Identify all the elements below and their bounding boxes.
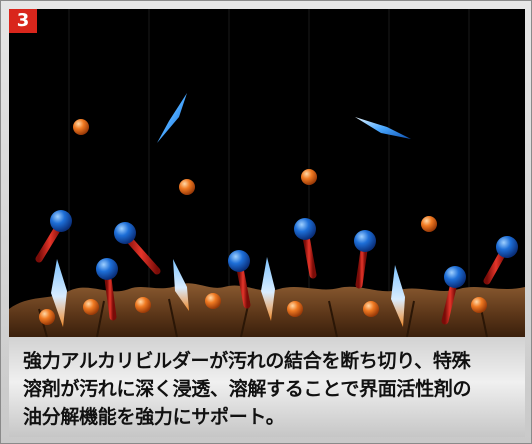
- solvent-crystal-icon: [261, 257, 275, 321]
- surfactant-molecule-icon: [114, 222, 161, 275]
- alkaline-builder-particle-icon: [287, 301, 303, 317]
- solvent-crystal-icon: [391, 265, 405, 327]
- caption-line-3: 油分解機能を強力にサポート。: [23, 406, 285, 428]
- alkaline-builder-particle-icon: [73, 119, 89, 135]
- penetrating-solvent-crystals: [51, 257, 405, 327]
- alkaline-builder-particle-icon: [363, 301, 379, 317]
- step-number-badge: 3: [9, 9, 37, 33]
- solvent-crystal-icon: [355, 117, 411, 139]
- alkaline-builder-particle-icon: [301, 169, 317, 185]
- alkaline-builder-particle-icon: [39, 309, 55, 325]
- background-streaks: [68, 9, 470, 337]
- solvent-crystal-icon: [157, 93, 187, 143]
- surfactant-molecule-icon: [35, 210, 72, 263]
- surfactant-molecules: [35, 210, 518, 325]
- caption-line-1: 強力アルカリビルダーが汚れの結合を断ち切り、特殊: [23, 350, 471, 372]
- alkaline-builder-particle-icon: [83, 299, 99, 315]
- solvent-crystal-icon: [173, 259, 189, 311]
- solvent-crystal-icon: [51, 259, 67, 327]
- floating-solvent-crystals: [157, 93, 411, 143]
- surfactant-molecule-icon: [354, 230, 376, 289]
- molecular-scene: [9, 9, 525, 337]
- alkaline-builder-particle-icon: [179, 179, 195, 195]
- caption-box: 強力アルカリビルダーが汚れの結合を断ち切り、特殊 溶剤が汚れに深く浸透、溶解する…: [9, 337, 525, 437]
- surfactant-molecule-icon: [483, 236, 518, 285]
- surfactant-molecule-icon: [228, 250, 251, 309]
- alkaline-builder-particle-icon: [135, 297, 151, 313]
- alkaline-builder-particle-icon: [471, 297, 487, 313]
- floating-builder-particles: [73, 119, 437, 232]
- alkaline-builder-particle-icon: [205, 293, 221, 309]
- embedded-builder-particles: [39, 293, 487, 325]
- surfactant-molecule-icon: [294, 218, 317, 279]
- cleaning-mechanism-diagram: [9, 9, 525, 337]
- caption-line-2: 溶剤が汚れに深く浸透、溶解することで界面活性剤の: [23, 378, 472, 400]
- surfactant-molecule-icon: [441, 266, 466, 325]
- alkaline-builder-particle-icon: [421, 216, 437, 232]
- surfactant-molecule-icon: [96, 258, 118, 321]
